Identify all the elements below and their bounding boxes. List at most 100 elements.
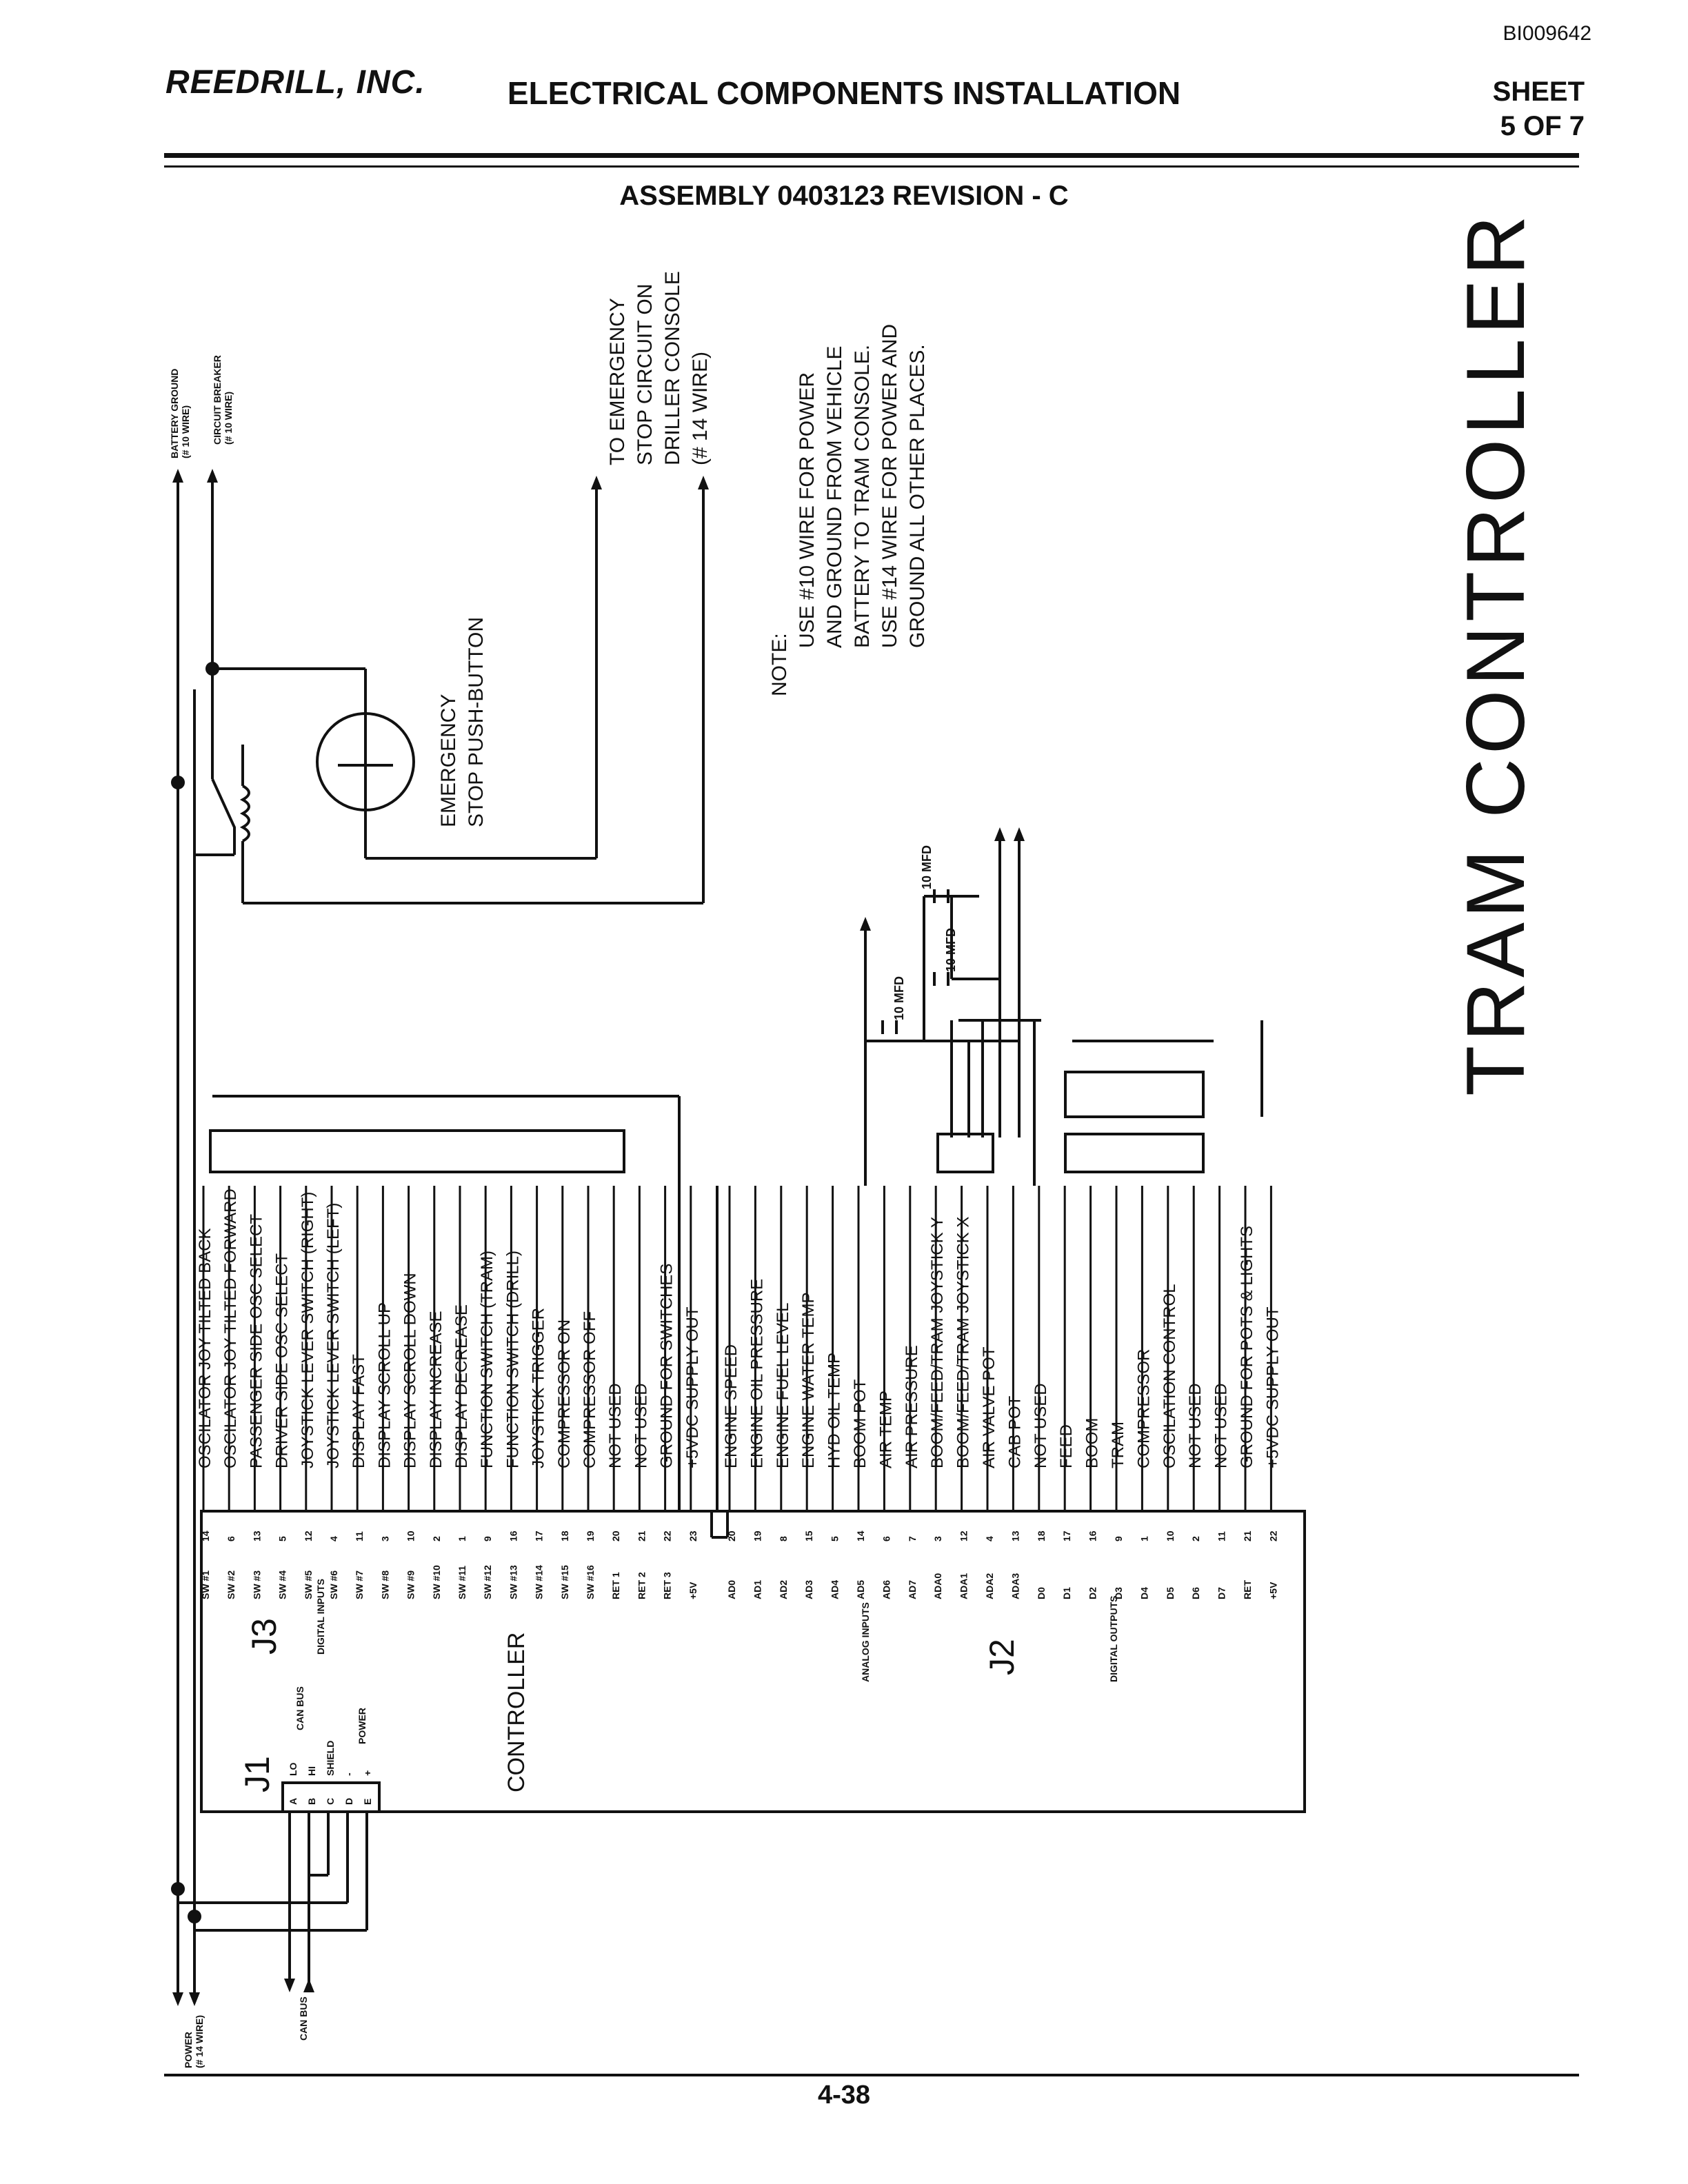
j1-power-label: POWER (356, 1708, 368, 1744)
can-bus-label: CAN BUS (298, 1996, 309, 2041)
company-logo: REEDRILL, INC. (165, 64, 425, 101)
j3-signal-name: SW #15 (559, 1565, 570, 1599)
j3-pin-number: 4 (328, 1536, 339, 1541)
j2-pin-number: 10 (1165, 1530, 1176, 1541)
j3-signal-name: SW #8 (379, 1570, 390, 1599)
j3-pin-number: 16 (508, 1530, 519, 1541)
note-line: AND GROUND FROM VEHICLE (823, 346, 846, 648)
j2-signal-name: D7 (1216, 1587, 1227, 1599)
document-id: BI009642 (1503, 22, 1591, 45)
j2-pin-number: 16 (1087, 1530, 1098, 1541)
j3-function-label: FUNCTION SWITCH (TRAM) (478, 1251, 496, 1468)
j3-pin-number: 1 (456, 1536, 468, 1541)
j2-pin-number: 22 (1267, 1530, 1278, 1541)
arrow-joystick-1 (994, 827, 1005, 841)
j2-pin-number: 2 (1190, 1536, 1201, 1541)
header-rule (164, 153, 1579, 158)
assembly-revision: ASSEMBLY 0403123 REVISION - C (619, 181, 1069, 211)
pin-wires (202, 1186, 1272, 1511)
footer-rule (164, 2074, 1579, 2076)
j3-pin-number: 23 (687, 1530, 699, 1541)
j1-pin: A (288, 1798, 299, 1805)
joystick-pots (936, 1133, 994, 1173)
battery-ground-label: (# 10 WIRE) (180, 405, 191, 458)
j1-signal: SHIELD (325, 1741, 336, 1776)
j3-pin-number: 21 (636, 1530, 647, 1541)
j3-function-label: DISPLAY DECREASE (452, 1304, 471, 1468)
relay-coil (239, 785, 250, 842)
j3-pin-number: 5 (277, 1536, 288, 1541)
j3-pin-number: 9 (482, 1536, 493, 1541)
j2-function-label: NOT USED (1212, 1383, 1231, 1468)
j3-function-label: DISPLAY FAST (350, 1354, 368, 1468)
header-rule-thin (164, 165, 1579, 168)
estop-circuit-label: DRILLER CONSOLE (661, 271, 684, 465)
j2-signal-name: AD6 (881, 1580, 892, 1599)
j2-signal-name: D3 (1113, 1587, 1124, 1599)
j3-signal-name: SW #12 (482, 1565, 493, 1599)
j3-function-label: DISPLAY SCROLL DOWN (401, 1273, 420, 1468)
j2-function-label: +5VDC SUPPLY OUT (1263, 1306, 1282, 1468)
page-title: ELECTRICAL COMPONENTS INSTALLATION (507, 75, 1181, 111)
j2-function-label: COMPRESSOR (1134, 1349, 1153, 1468)
j3-subtitle: DIGITAL INPUTS (315, 1579, 326, 1655)
j3-function-label: DISPLAY INCREASE (427, 1311, 445, 1468)
estop-circuit-label: (# 14 WIRE) (689, 352, 712, 465)
j2-pin-number: 4 (984, 1536, 995, 1541)
j2-signal-name: AD2 (778, 1580, 789, 1599)
j2-pin-number: 7 (907, 1536, 918, 1541)
j3-pin-number: 20 (610, 1530, 621, 1541)
j3-title: J3 (245, 1618, 283, 1655)
wire-arrows (172, 469, 1025, 2006)
j3-signal-name: SW #3 (251, 1570, 262, 1599)
j3-signal-name: SW #1 (200, 1570, 211, 1599)
j2-signal-name: +5V (1267, 1581, 1278, 1599)
j2-pin-number: 9 (1113, 1536, 1124, 1541)
controller-box (200, 1510, 1306, 1813)
j2-pin-number: 3 (932, 1536, 943, 1541)
j1-signal: HI (306, 1766, 317, 1776)
j2-signal-name: AD1 (752, 1580, 763, 1599)
arrow-can-1 (284, 1979, 295, 1992)
j3-signal-name: RET 3 (662, 1572, 673, 1599)
j2-function-label: ENGINE SPEED (722, 1344, 741, 1468)
j2-signal-name: AD3 (803, 1580, 814, 1599)
capacitor-label: 10 MFD (944, 928, 958, 972)
j2-function-label: OSCILATION CONTROL (1160, 1284, 1179, 1468)
j2-pin-number: 19 (752, 1530, 763, 1541)
output-lights (1064, 1133, 1205, 1173)
j3-pin-number: 13 (251, 1530, 262, 1541)
j2-signal-name: D2 (1087, 1587, 1098, 1599)
j3-function-label: JOYSTICK LEVER SWITCH (LEFT) (324, 1203, 343, 1468)
j3-signal-name: SW #7 (354, 1570, 365, 1599)
j2-signal-name: ADA0 (932, 1573, 943, 1599)
light-resistors (1064, 1071, 1205, 1118)
j2-function-label: BOOM/FEED/TRAM JOYSTICK X (954, 1217, 973, 1468)
j2-function-label: AIR PRESSURE (903, 1345, 921, 1468)
j2-function-label: BOOM POT (851, 1379, 870, 1468)
sheet-number: 5 OF 7 (1500, 111, 1585, 141)
j2-function-label: FEED (1057, 1424, 1076, 1468)
j2-pin-number: 14 (855, 1530, 866, 1541)
j3-signal-name: SW #11 (456, 1566, 468, 1599)
j2-pin-number: 6 (881, 1536, 892, 1541)
pushbutton-label: EMERGENCY (437, 694, 460, 827)
arrow-estop-in (698, 476, 709, 489)
note-line: USE #10 WIRE FOR POWER (796, 372, 818, 648)
j3-function-label: OSCILATOR JOY TILTED FORWARD (221, 1189, 240, 1468)
note-line: BATTERY TO TRAM CONSOLE. (851, 345, 874, 648)
j3-function-label: FUNCTION SWITCH (DRILL) (503, 1251, 522, 1468)
estop-circuit-label: STOP CIRCUIT ON (634, 284, 656, 465)
j2-pin-number: 15 (803, 1530, 814, 1541)
j3-signal-name: SW #2 (225, 1570, 237, 1599)
pushbutton-label: STOP PUSH-BUTTON (465, 617, 488, 827)
j3-pin-number: 2 (431, 1536, 442, 1541)
j2-digital-label: DIGITAL OUTPUTS (1108, 1596, 1119, 1682)
circuit-breaker-label: (# 10 WIRE) (223, 392, 234, 445)
j3-function-label: DISPLAY SCROLL UP (375, 1302, 394, 1468)
j3-function-label: OSCILATOR JOY TILTED BACK (196, 1228, 214, 1468)
j3-function-label: COMPRESSOR ON (555, 1320, 574, 1468)
j2-pin-number: 12 (958, 1530, 969, 1541)
j3-signal-name: SW #6 (328, 1570, 339, 1599)
